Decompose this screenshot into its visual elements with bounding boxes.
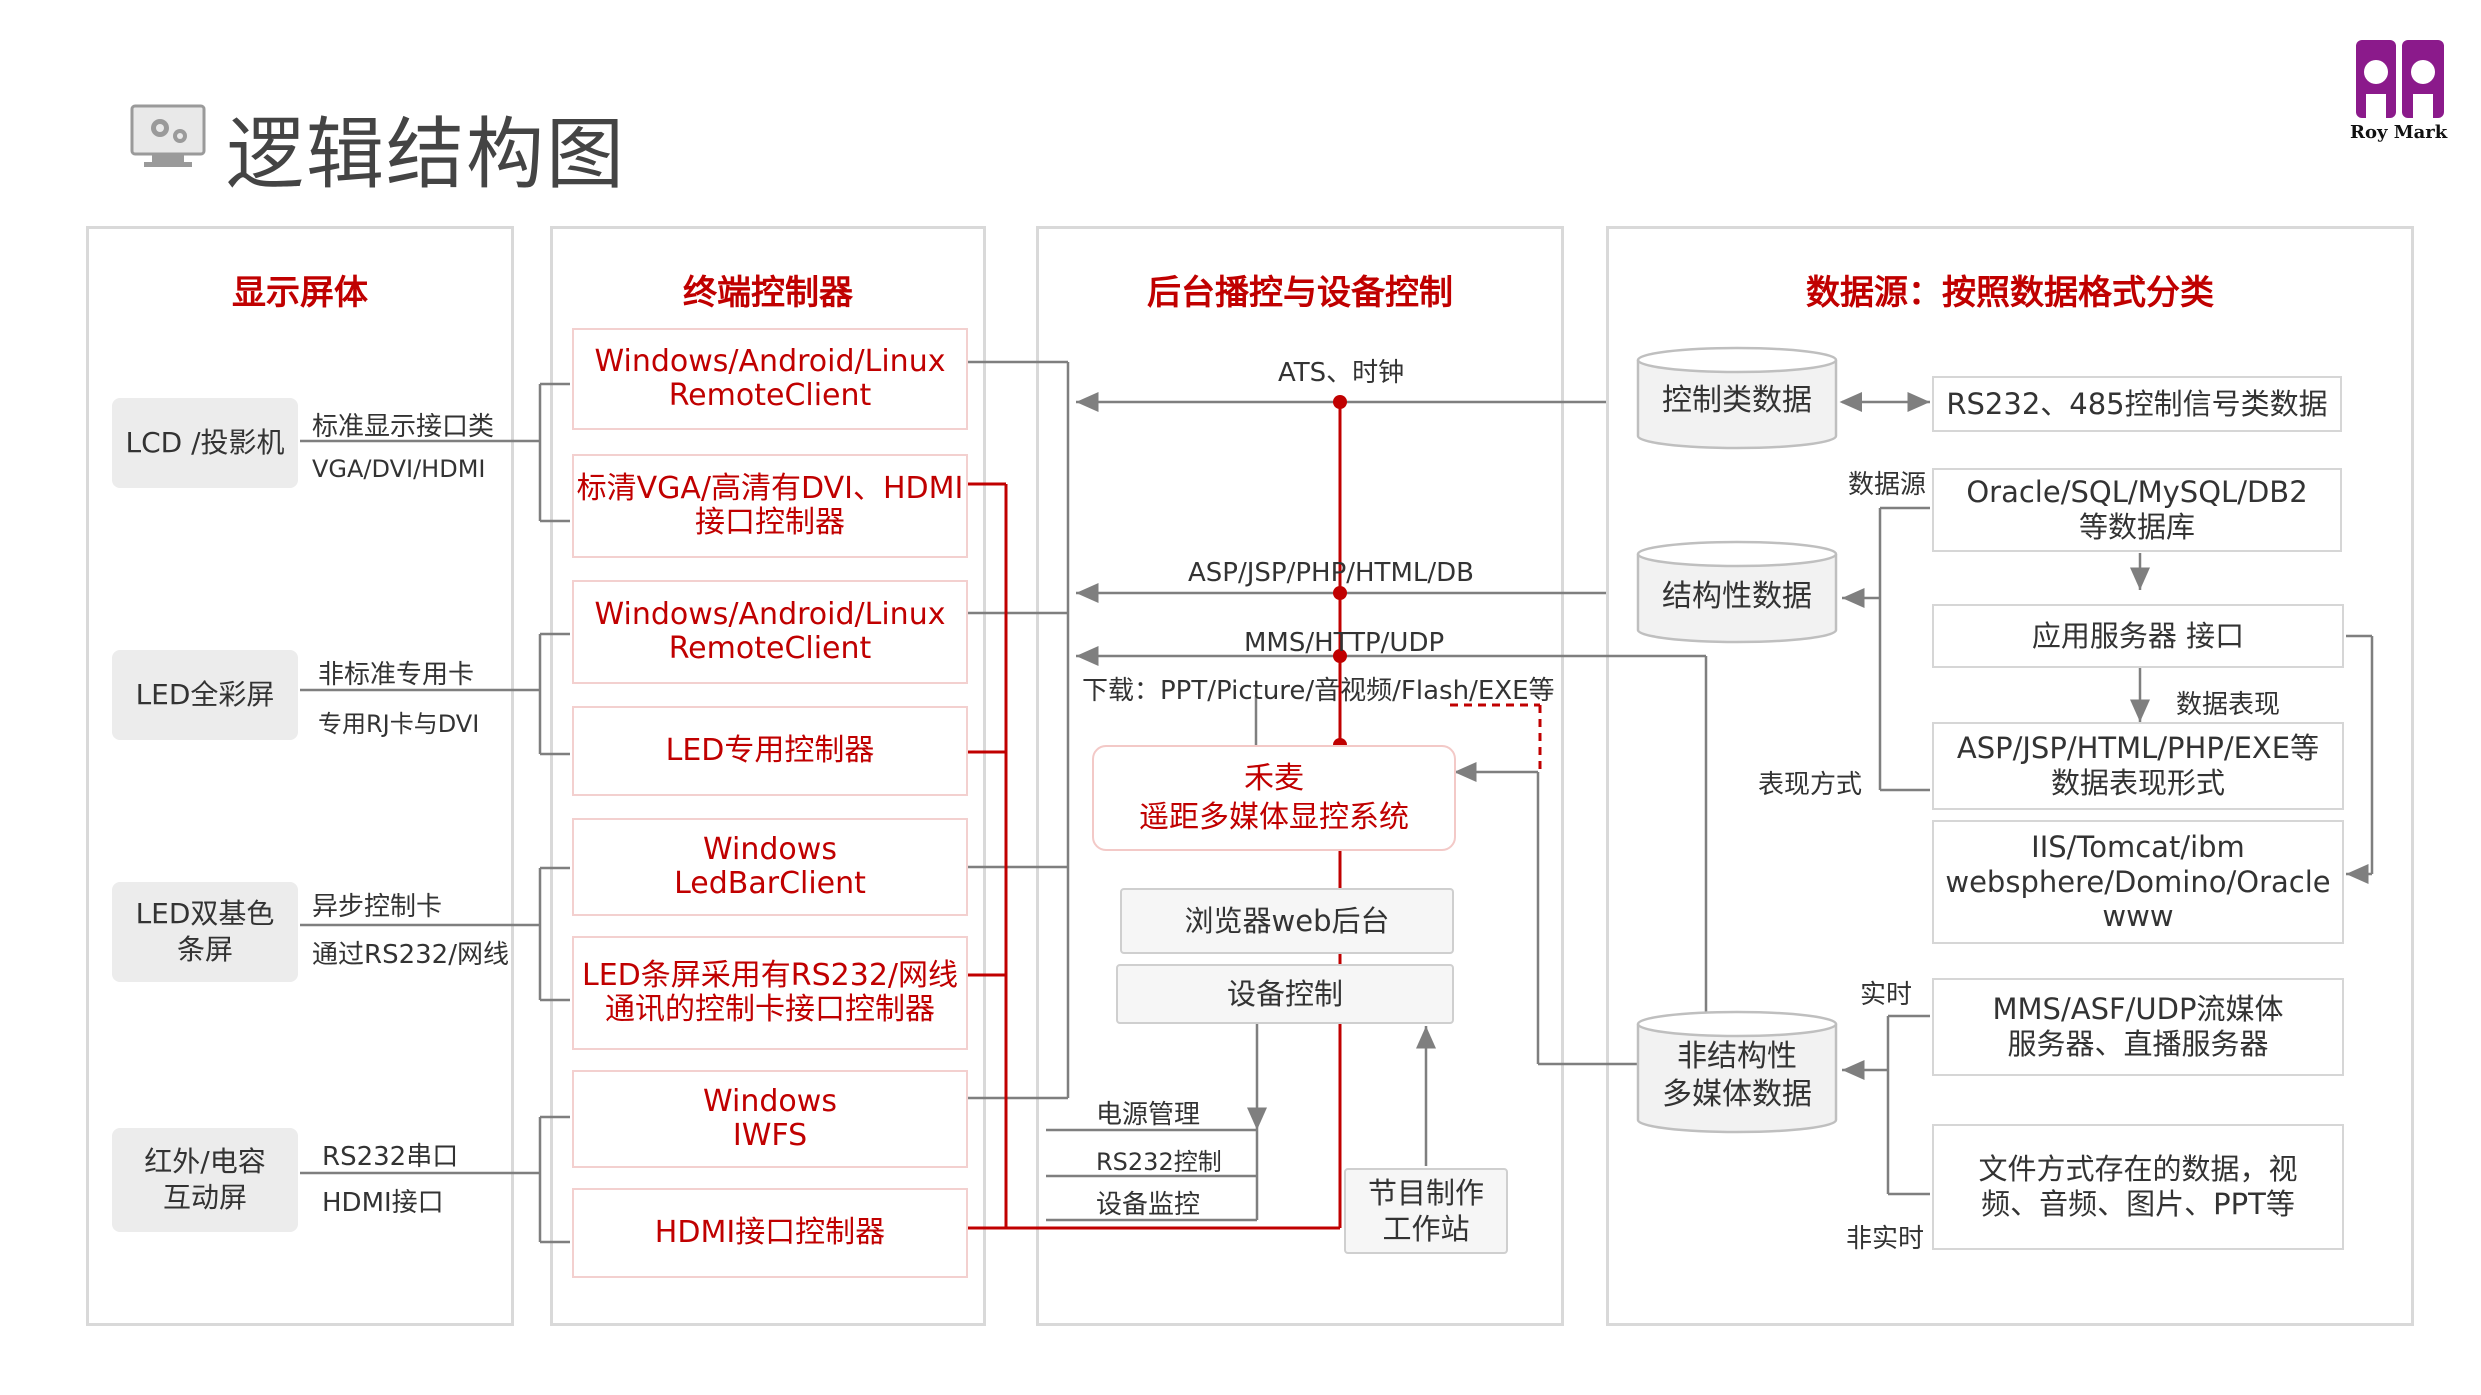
terminal-iwfs: Windows IWFS [572, 1070, 968, 1168]
display-item-lcd-label: LCD /投影机 [125, 425, 285, 459]
terminal-vga-controller: 标清VGA/高清有DVI、HDMI 接口控制器 [572, 454, 968, 558]
terminal-ledbar-card-line1: LED条屏采用有RS232/网线 [581, 957, 959, 993]
app-server-label: 应用服务器 接口 [2031, 618, 2245, 653]
settings-monitor-icon [130, 104, 206, 170]
terminal-remoteclient-2-line2: RemoteClient [668, 631, 872, 666]
terminal-iwfs-line1: Windows [703, 1083, 837, 1119]
unstructured-data-line2: 多媒体数据 [1662, 1077, 1812, 1112]
iis-server-box: IIS/Tomcat/ibm websphere/Domino/Oracle w… [1932, 820, 2344, 944]
control-data-cylinder: 控制类数据 [1636, 346, 1838, 450]
mms-streaming-box: MMS/ASF/UDP流媒体 服务器、直播服务器 [1932, 978, 2344, 1076]
link-download-label: 下载：PPT/Picture/音视频/Flash/EXE等 [1082, 676, 1555, 706]
display-item-led-full: LED全彩屏 [112, 650, 298, 740]
browser-web-backend-label: 浏览器web后台 [1184, 903, 1390, 938]
rs232-control-label: RS232控制 [1096, 1148, 1222, 1176]
browser-web-backend: 浏览器web后台 [1120, 888, 1454, 954]
terminal-hdmi-controller-label: HDMI接口控制器 [654, 1214, 886, 1250]
logo-text: Roy Mark [2350, 122, 2448, 143]
device-control-label: 设备控制 [1226, 976, 1343, 1011]
label-datasource: 数据源 [1848, 470, 1927, 500]
rs232-485-data-label: RS232、485控制信号类数据 [1946, 386, 2328, 421]
display-led-full-label-1: 非标准专用卡 [318, 660, 475, 690]
label-method: 表现方式 [1758, 770, 1863, 800]
structured-data-cylinder: 结构性数据 [1636, 540, 1838, 644]
terminal-vga-controller-line1: 标清VGA/高清有DVI、HDMI [576, 470, 964, 506]
database-line2: 等数据库 [2078, 510, 2195, 544]
terminal-led-controller-label: LED专用控制器 [665, 732, 875, 768]
label-presentation: 数据表现 [2176, 690, 2281, 720]
hemai-display-system: 禾麦 遥距多媒体显控系统 [1092, 745, 1456, 851]
program-workstation-line1: 节目制作 [1367, 1175, 1484, 1210]
terminal-remoteclient-2-line1: Windows/Android/Linux [594, 596, 946, 632]
display-item-lcd: LCD /投影机 [112, 398, 298, 488]
control-data-label: 控制类数据 [1662, 383, 1812, 418]
terminal-vga-controller-line2: 接口控制器 [695, 505, 845, 540]
label-nonrealtime: 非实时 [1846, 1224, 1925, 1254]
display-led-bar-label-2: 通过RS232/网线 [312, 940, 509, 970]
program-workstation-line2: 工作站 [1382, 1212, 1470, 1246]
terminal-remoteclient-1: Windows/Android/Linux RemoteClient [572, 328, 968, 430]
display-item-touch: 红外/电容 互动屏 [112, 1128, 298, 1232]
display-item-led-full-label: LED全彩屏 [135, 677, 275, 711]
display-lcd-label-2: VGA/DVI/HDMI [312, 455, 486, 483]
terminal-led-controller: LED专用控制器 [572, 706, 968, 796]
hemai-system-line1: 禾麦 [1244, 761, 1304, 796]
terminal-remoteclient-2: Windows/Android/Linux RemoteClient [572, 580, 968, 684]
file-data-line1: 文件方式存在的数据，视 [1978, 1152, 2298, 1187]
unstructured-data-cylinder: 非结构性 多媒体数据 [1636, 1010, 1838, 1134]
iis-server-line3: www [2102, 899, 2174, 934]
terminal-ledbar-card-line2: 通讯的控制卡接口控制器 [605, 992, 935, 1027]
display-touch-label-2: HDMI接口 [322, 1188, 444, 1218]
label-realtime: 实时 [1860, 980, 1913, 1010]
link-mms-label: MMS/HTTP/UDP [1244, 628, 1445, 658]
mms-streaming-line2: 服务器、直播服务器 [2007, 1027, 2269, 1061]
terminal-ledbar-card-controller: LED条屏采用有RS232/网线 通讯的控制卡接口控制器 [572, 936, 968, 1050]
link-ats-label: ATS、时钟 [1278, 358, 1405, 388]
file-data-line2: 频、音频、图片、PPT等 [1981, 1187, 2295, 1221]
rs232-485-data-box: RS232、485控制信号类数据 [1932, 376, 2342, 432]
iis-server-line1: IIS/Tomcat/ibm [2031, 829, 2245, 864]
display-led-bar-label-1: 异步控制卡 [312, 892, 443, 922]
display-lcd-label-1: 标准显示接口类 [312, 412, 495, 442]
database-box: Oracle/SQL/MySQL/DB2 等数据库 [1932, 468, 2342, 552]
iis-server-line2: websphere/Domino/Oracle [1945, 864, 2331, 899]
terminal-remoteclient-1-line1: Windows/Android/Linux [594, 343, 946, 379]
display-led-full-label-2: 专用RJ卡与DVI [318, 710, 480, 738]
display-item-touch-line2: 互动屏 [162, 1181, 247, 1214]
panel-backend-title: 后台播控与设备控制 [1147, 273, 1453, 313]
panel-terminal-title: 终端控制器 [683, 273, 853, 313]
asp-presentation-box: ASP/JSP/HTML/PHP/EXE等 数据表现形式 [1932, 722, 2344, 810]
terminal-hdmi-controller: HDMI接口控制器 [572, 1188, 968, 1278]
file-data-box: 文件方式存在的数据，视 频、音频、图片、PPT等 [1932, 1124, 2344, 1250]
page-title: 逻辑结构图 [226, 110, 627, 200]
display-item-touch-line1: 红外/电容 [144, 1144, 266, 1178]
app-server-box: 应用服务器 接口 [1932, 604, 2344, 668]
terminal-iwfs-line2: IWFS [732, 1118, 808, 1153]
asp-presentation-line2: 数据表现形式 [2050, 766, 2225, 800]
mms-streaming-line1: MMS/ASF/UDP流媒体 [1992, 992, 2284, 1027]
hemai-system-line2: 遥距多媒体显控系统 [1139, 800, 1409, 835]
terminal-ledbarclient-line1: Windows [703, 831, 837, 867]
display-item-led-bar-line2: 条屏 [176, 933, 233, 966]
panel-display-title: 显示屏体 [232, 273, 368, 313]
display-item-led-bar-line1: LED双基色 [135, 896, 275, 930]
asp-presentation-line1: ASP/JSP/HTML/PHP/EXE等 [1956, 731, 2320, 766]
structured-data-label: 结构性数据 [1662, 579, 1812, 614]
terminal-ledbarclient: Windows LedBarClient [572, 818, 968, 916]
terminal-remoteclient-1-line2: RemoteClient [668, 378, 872, 413]
terminal-ledbarclient-line2: LedBarClient [674, 866, 866, 901]
roy-mark-logo [2352, 36, 2448, 140]
power-management-label: 电源管理 [1096, 1100, 1201, 1130]
display-touch-label-1: RS232串口 [322, 1142, 459, 1172]
database-line1: Oracle/SQL/MySQL/DB2 [1966, 475, 2308, 510]
unstructured-data-line1: 非结构性 [1677, 1039, 1797, 1074]
link-asp-label: ASP/JSP/PHP/HTML/DB [1188, 558, 1474, 588]
panel-datasource-title: 数据源：按照数据格式分类 [1806, 273, 2214, 313]
device-monitor-label: 设备监控 [1096, 1190, 1201, 1220]
device-control-box: 设备控制 [1116, 964, 1454, 1024]
program-workstation: 节目制作 工作站 [1344, 1168, 1508, 1254]
display-item-led-bar: LED双基色 条屏 [112, 882, 298, 982]
